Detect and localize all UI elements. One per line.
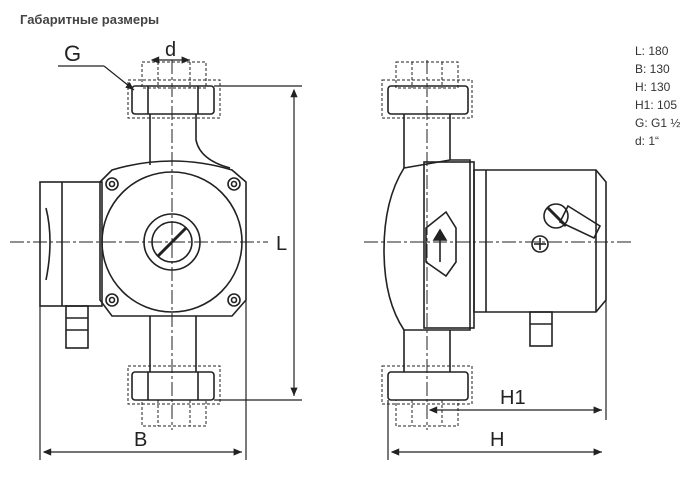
side-centerlines (364, 60, 634, 430)
label-l: L (276, 233, 287, 255)
side-volute (383, 159, 471, 331)
bottom-union-dashed (127, 365, 221, 427)
side-bottom-nut (387, 371, 469, 401)
h1-dimension (428, 300, 607, 420)
spec-l: L: 180 (635, 44, 669, 58)
cable-gland (65, 305, 89, 349)
g-leader (58, 65, 135, 91)
flow-arrow-window (425, 210, 457, 278)
label-h: H (490, 429, 504, 451)
spec-list: L: 180 B: 130 H: 130 H1: 105 G: G1 ½ d: … (635, 42, 680, 150)
h-dimension (387, 400, 602, 460)
speed-switch (543, 203, 569, 229)
top-union-dashed (127, 61, 221, 119)
side-view (381, 61, 607, 427)
side-top-nut (387, 85, 469, 115)
spec-g: G: G1 ½ (635, 116, 681, 130)
label-h1: H1 (500, 387, 526, 409)
front-view (39, 61, 247, 427)
spec-h1: H1: 105 (635, 98, 678, 112)
side-flange (423, 161, 475, 329)
spec-h: H: 130 (635, 80, 671, 94)
front-centerlines (10, 60, 268, 430)
bottom-nut (131, 371, 215, 401)
label-b: B (134, 429, 147, 451)
top-neck (149, 114, 231, 169)
label-d: d (165, 39, 176, 61)
label-g: G (64, 41, 81, 66)
spec-d: d: 1“ (635, 134, 660, 148)
top-nut (131, 85, 215, 115)
l-dimension (214, 85, 302, 401)
b-dimension (39, 300, 247, 460)
bottom-neck (149, 316, 197, 372)
pump-housing (99, 160, 247, 317)
side-cable-gland (529, 311, 553, 347)
terminal-screw (531, 235, 549, 253)
page-title: Габаритные размеры (20, 12, 160, 27)
spec-b: B: 130 (635, 62, 670, 76)
